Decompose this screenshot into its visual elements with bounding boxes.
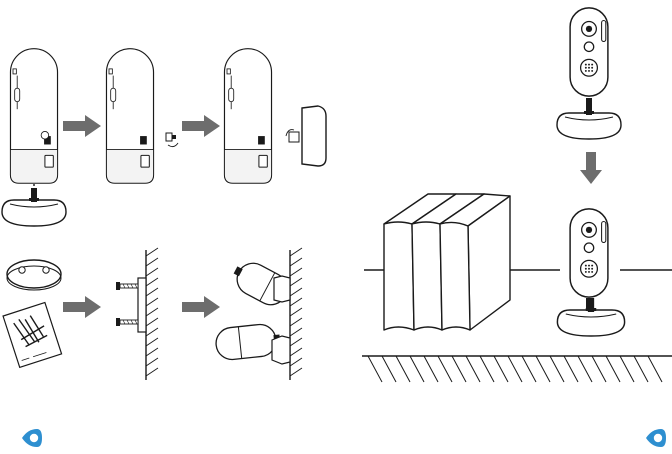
wall-section-icon	[138, 248, 158, 380]
magnetic-base-icon	[2, 188, 66, 226]
arrow-right-icon	[182, 115, 220, 137]
wall-section-icon	[290, 248, 302, 380]
screw-icon	[116, 318, 138, 326]
camera-back-view-1	[10, 49, 57, 183]
wall-mount-bracket-icon	[286, 106, 326, 166]
arrow-down-icon	[580, 152, 602, 184]
arrow-right-icon	[182, 296, 220, 318]
camera-on-base-icon	[557, 8, 621, 139]
mounting-plate-icon	[7, 260, 61, 290]
panel-place-on-shelf	[362, 8, 672, 382]
floor-hatching	[362, 356, 672, 382]
screw-icon	[116, 282, 138, 290]
panel-attach-camera-to-base	[2, 49, 326, 226]
water-drop-logo-icon	[644, 426, 668, 450]
camera-back-view-3	[224, 49, 271, 183]
lower-wall-bracket	[272, 336, 290, 364]
arrow-right-icon	[63, 296, 101, 318]
books-icon	[384, 194, 510, 330]
camera-back-view-2	[106, 49, 153, 183]
camera-on-shelf-icon	[557, 209, 624, 336]
screw-pack-icon	[3, 302, 62, 367]
mount-screw-icon	[166, 133, 178, 147]
arrow-right-icon	[63, 115, 101, 137]
panel-mount-on-wall	[3, 248, 302, 380]
upper-wall-bracket	[274, 276, 290, 302]
water-drop-logo-icon	[20, 426, 44, 450]
